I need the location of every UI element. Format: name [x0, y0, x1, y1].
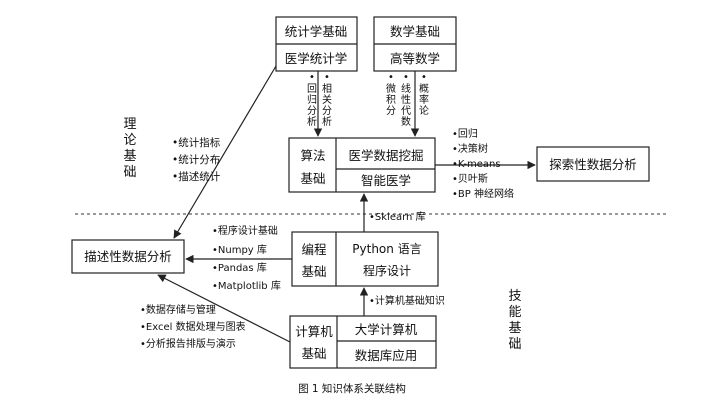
theory-item: •统计指标: [172, 136, 221, 149]
math-box: 数学基础 高等数学: [373, 16, 457, 72]
svg-text:•: •: [403, 72, 409, 83]
comp-knowledge-label: •计算机基础知识: [369, 294, 445, 307]
svg-text:积: 积: [386, 94, 396, 106]
prog-right-1: Python 语言: [352, 242, 421, 256]
stats-bottom-label: 医学统计学: [285, 51, 348, 66]
svg-text:础: 础: [123, 165, 136, 180]
arrow-stats-to-describe: [173, 65, 277, 239]
svg-text:数: 数: [401, 115, 411, 128]
svg-text:论: 论: [123, 133, 136, 148]
comp-item: •分析报告排版与演示: [140, 337, 236, 350]
svg-text:相: 相: [322, 82, 332, 95]
svg-text:分: 分: [322, 105, 332, 117]
stats-box: 统计学基础 医学统计学: [275, 16, 358, 72]
stats-item-correlation: • 相 关 分 析: [322, 72, 332, 128]
algo-right-top: 医学数据挖掘: [348, 148, 423, 163]
describe-box: 描述性数据分析: [71, 239, 185, 274]
svg-text:论: 论: [419, 104, 429, 117]
mining-item: •K-means: [452, 159, 501, 170]
svg-text:析: 析: [322, 115, 332, 128]
comp-item: •数据存储与管理: [140, 303, 216, 316]
explore-box: 探索性数据分析: [536, 146, 650, 182]
comp-item: •Excel 数据处理与图表: [140, 320, 246, 333]
stats-items-vertical: • 回 归 分 析 • 相 关 分 析: [307, 72, 332, 128]
svg-text:关: 关: [322, 93, 332, 106]
algo-left-2: 基础: [300, 171, 325, 186]
theory-item: •描述统计: [172, 170, 221, 183]
math-bottom-label: 高等数学: [390, 51, 440, 66]
svg-text:分: 分: [386, 105, 396, 117]
svg-text:分: 分: [307, 105, 317, 117]
skills-label: 技 能 基 础: [508, 289, 521, 352]
svg-text:微: 微: [386, 82, 396, 95]
svg-text:线: 线: [401, 82, 411, 95]
math-top-label: 数学基础: [390, 24, 440, 39]
math-items-vertical: • 微 积 分 • 线 性 代 数 • 概 率 论: [386, 72, 429, 128]
theory-item: •统计分布: [172, 153, 220, 166]
explore-label: 探索性数据分析: [549, 157, 637, 172]
mining-items: •回归 •决策树 •K-means •贝叶斯 •BP 神经网络: [452, 127, 514, 200]
svg-text:理: 理: [123, 117, 136, 132]
comp-box: 计算机 基础 大学计算机 数据库应用: [289, 315, 437, 369]
stats-top-label: 统计学基础: [285, 24, 348, 39]
prog-item: •Matplotlib 库: [212, 279, 281, 292]
prog-box: 编程 基础 Python 语言 程序设计: [291, 231, 439, 287]
svg-text:概: 概: [419, 82, 429, 95]
svg-text:础: 础: [508, 337, 521, 352]
math-item-linear-algebra: • 线 性 代 数: [401, 72, 411, 128]
algo-right-bottom: 智能医学: [361, 173, 411, 188]
svg-text:率: 率: [419, 93, 429, 106]
theory-items: •统计指标 •统计分布 •描述统计: [172, 136, 221, 183]
svg-text:•: •: [421, 72, 427, 83]
prog-item: •Numpy 库: [212, 243, 267, 256]
svg-text:基: 基: [508, 321, 521, 336]
algo-box: 算法 基础 医学数据挖掘 智能医学: [288, 137, 436, 193]
svg-text:代: 代: [401, 105, 411, 117]
math-item-probability: • 概 率 论: [419, 72, 429, 117]
comp-right-bottom: 数据库应用: [355, 348, 418, 363]
mining-item: •贝叶斯: [452, 172, 488, 185]
prog-item: •Pandas 库: [212, 261, 267, 274]
algo-left-1: 算法: [300, 148, 325, 163]
svg-text:析: 析: [307, 115, 317, 128]
arrow-comp-to-describe: [157, 274, 291, 343]
svg-text:•: •: [388, 72, 394, 83]
svg-text:归: 归: [307, 93, 317, 106]
svg-text:性: 性: [401, 93, 411, 106]
comp-left-2: 基础: [301, 346, 326, 361]
svg-text:•: •: [309, 72, 315, 83]
math-item-calculus: • 微 积 分: [386, 72, 396, 117]
comp-left-1: 计算机: [295, 324, 333, 339]
comp-right-top: 大学计算机: [355, 322, 418, 337]
sklearn-label: •Sklearn 库: [369, 210, 426, 223]
prog-right-2: 程序设计: [363, 263, 411, 278]
describe-label: 描述性数据分析: [84, 249, 172, 264]
prog-left-1: 编程: [301, 242, 327, 257]
prog-left-2: 基础: [301, 264, 326, 279]
svg-text:回: 回: [307, 83, 317, 95]
svg-text:技: 技: [508, 289, 521, 304]
mining-item: •回归: [452, 127, 478, 140]
mining-item: •决策树: [452, 142, 488, 155]
prog-item: •程序设计基础: [212, 224, 278, 237]
theory-label: 理 论 基 础: [123, 117, 136, 180]
figure-caption: 图 1 知识体系关联结构: [298, 382, 406, 395]
svg-text:•: •: [324, 72, 330, 83]
stats-item-regression: • 回 归 分 析: [307, 72, 317, 128]
mining-item: •BP 神经网络: [452, 187, 514, 200]
svg-text:基: 基: [123, 149, 136, 164]
svg-text:能: 能: [508, 305, 521, 320]
prog-items: •程序设计基础 •Numpy 库 •Pandas 库 •Matplotlib 库: [212, 224, 281, 292]
comp-items: •数据存储与管理 •Excel 数据处理与图表 •分析报告排版与演示: [140, 303, 246, 350]
